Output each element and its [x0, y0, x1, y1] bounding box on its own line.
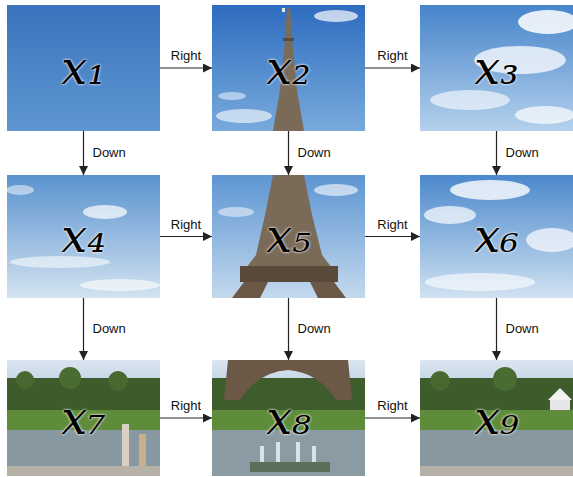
tower-middle-photo	[212, 175, 365, 298]
image-tile: x₄	[7, 175, 160, 298]
image-tile: x₃	[420, 5, 573, 131]
tower-top-photo	[212, 5, 365, 131]
tree	[430, 371, 450, 391]
cloud	[425, 273, 535, 291]
cloud	[218, 207, 254, 217]
cloud	[526, 228, 573, 252]
sky	[7, 5, 160, 131]
tree	[16, 371, 34, 389]
arrow-connector	[365, 236, 420, 237]
cloud	[515, 106, 573, 124]
direction-label: Down	[505, 321, 540, 337]
cloud	[6, 185, 34, 195]
image-tile: x₂	[212, 5, 365, 131]
direction-label: Right	[376, 217, 408, 233]
direction-label: Down	[92, 321, 127, 337]
arrow-connector	[83, 131, 84, 175]
cloud-photo	[420, 5, 573, 131]
tree	[493, 367, 517, 391]
direction-label: Down	[92, 145, 127, 161]
cloud	[314, 184, 358, 196]
cloud-photo	[420, 175, 573, 298]
cloud	[314, 10, 358, 22]
arrow-connector	[288, 298, 289, 360]
tent	[550, 400, 570, 410]
park-photo	[420, 360, 573, 476]
direction-label: Right	[170, 398, 202, 414]
image-tile: x₅	[212, 175, 365, 298]
antenna	[282, 8, 285, 12]
tower-platform	[283, 38, 294, 41]
arrow-connector	[365, 67, 420, 68]
sky	[212, 5, 365, 131]
fountain-base	[250, 462, 330, 472]
tower-platform	[240, 266, 338, 282]
arrow-connector	[496, 131, 497, 175]
person	[122, 424, 129, 466]
variable-label: x₅	[266, 211, 310, 262]
sky	[212, 175, 365, 298]
direction-label: Down	[297, 321, 332, 337]
arrow-connector	[160, 236, 212, 237]
sky	[7, 175, 160, 298]
variable-label: x₁	[61, 43, 105, 94]
tower-base-photo	[212, 360, 365, 476]
cloud	[424, 206, 476, 224]
cloud	[216, 109, 272, 123]
direction-label: Right	[170, 48, 202, 64]
variable-label: x₄	[61, 211, 105, 262]
cloud	[450, 180, 530, 200]
direction-label: Right	[170, 217, 202, 233]
tower	[246, 175, 332, 268]
variable-label: x₃	[474, 43, 518, 94]
park-photo	[7, 360, 160, 476]
direction-label: Down	[297, 145, 332, 161]
tree	[108, 371, 128, 391]
pool-edge	[7, 466, 160, 476]
tower-leg	[232, 282, 268, 298]
tree	[59, 367, 81, 389]
direction-label: Right	[376, 398, 408, 414]
variable-label: x₆	[474, 211, 518, 262]
arrow-connector	[365, 417, 420, 418]
person	[139, 434, 146, 468]
variable-label: x₈	[266, 393, 310, 444]
sky-photo	[7, 5, 160, 131]
direction-label: Down	[505, 145, 540, 161]
image-tile: x₁	[7, 5, 160, 131]
wispy-sky-photo	[6, 175, 160, 298]
tower-leg	[310, 282, 346, 298]
image-tile: x₆	[420, 175, 573, 298]
cloud	[518, 10, 573, 34]
direction-label: Right	[376, 48, 408, 64]
variable-label: x₂	[266, 43, 310, 94]
image-tile: x₈	[212, 360, 365, 476]
arrow-connector	[288, 131, 289, 175]
image-tile: x₇	[7, 360, 160, 476]
arrow-connector	[160, 417, 212, 418]
tent	[548, 388, 572, 400]
cloud	[80, 279, 160, 291]
variable-label: x₇	[61, 393, 105, 444]
arrow-connector	[83, 298, 84, 360]
arrow-connector	[496, 298, 497, 360]
variable-label: x₉	[474, 393, 518, 444]
pool-edge	[420, 466, 573, 476]
cloud	[218, 92, 246, 100]
image-tile: x₉	[420, 360, 573, 476]
arrow-connector	[160, 67, 212, 68]
